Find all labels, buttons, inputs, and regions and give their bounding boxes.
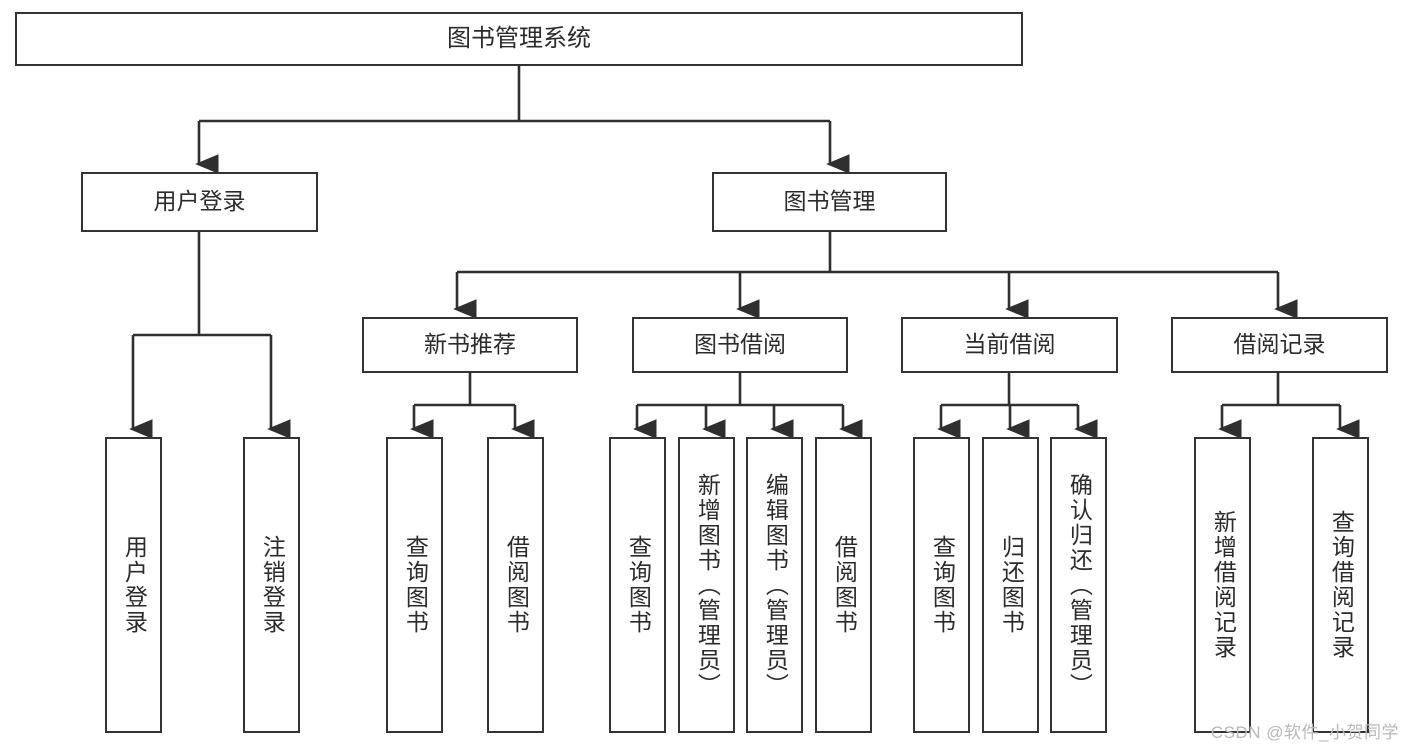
node-label: 确认归还（管理员）	[1066, 472, 1093, 698]
leaf-query-book-current[interactable]: 查询图书	[913, 437, 970, 733]
node-label: 当前借阅	[963, 331, 1056, 358]
node-current-borrow[interactable]: 当前借阅	[901, 317, 1118, 373]
node-label: 用户登录	[121, 535, 148, 635]
leaf-query-borrow-record[interactable]: 查询借阅记录	[1312, 437, 1369, 733]
leaf-borrow-book-recommend[interactable]: 借阅图书	[487, 437, 544, 733]
leaf-query-book-recommend[interactable]: 查询图书	[386, 437, 443, 733]
node-label: 查询图书	[929, 535, 956, 635]
node-label: 图书管理	[783, 188, 876, 215]
leaf-confirm-return-admin[interactable]: 确认归还（管理员）	[1050, 437, 1107, 733]
node-label: 新增图书（管理员）	[694, 472, 721, 698]
node-new-book-recommend[interactable]: 新书推荐	[362, 317, 578, 373]
leaf-borrow-book[interactable]: 借阅图书	[815, 437, 872, 733]
leaf-edit-book-admin[interactable]: 编辑图书（管理员）	[746, 437, 803, 733]
leaf-query-book-borrow[interactable]: 查询图书	[609, 437, 666, 733]
node-root-library-system[interactable]: 图书管理系统	[15, 12, 1023, 66]
node-book-management[interactable]: 图书管理	[712, 172, 947, 232]
node-label: 借阅图书	[503, 535, 530, 635]
leaf-return-book[interactable]: 归还图书	[982, 437, 1039, 733]
node-book-borrow[interactable]: 图书借阅	[632, 317, 848, 373]
node-label: 查询图书	[402, 535, 429, 635]
leaf-user-login[interactable]: 用户登录	[105, 437, 162, 733]
node-label: 归还图书	[998, 535, 1025, 635]
node-label: 编辑图书（管理员）	[762, 472, 789, 698]
node-label: 查询图书	[625, 535, 652, 635]
node-label: 新书推荐	[424, 331, 516, 358]
leaf-add-borrow-record[interactable]: 新增借阅记录	[1194, 437, 1251, 733]
node-label: 借阅图书	[831, 535, 858, 635]
node-user-login[interactable]: 用户登录	[81, 172, 318, 232]
leaf-add-book-admin[interactable]: 新增图书（管理员）	[678, 437, 735, 733]
node-label: 新增借阅记录	[1210, 510, 1237, 660]
node-label: 图书借阅	[694, 331, 786, 358]
node-label: 查询借阅记录	[1328, 510, 1355, 660]
node-label: 借阅记录	[1233, 331, 1326, 358]
node-label: 用户登录	[153, 188, 246, 215]
node-borrow-record[interactable]: 借阅记录	[1171, 317, 1388, 373]
node-label: 注销登录	[259, 535, 286, 635]
leaf-logout[interactable]: 注销登录	[243, 437, 300, 733]
node-label: 图书管理系统	[447, 24, 591, 52]
